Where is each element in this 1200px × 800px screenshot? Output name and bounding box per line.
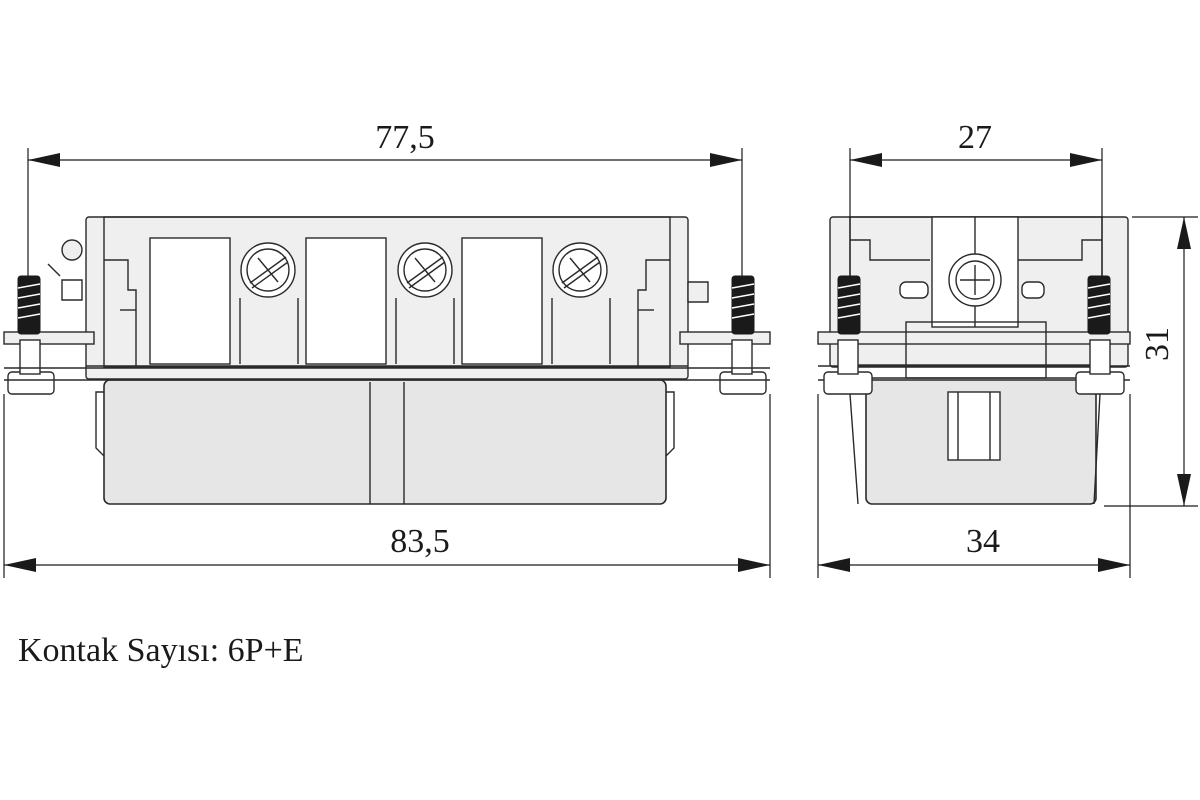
contact-chamber <box>461 237 543 365</box>
fixing-screw-left-icon <box>3 239 95 395</box>
front-view <box>3 216 771 505</box>
side-view <box>817 216 1131 505</box>
fixing-screw-right-icon <box>679 275 771 395</box>
dimension-side-height: 31 <box>1104 216 1198 507</box>
fixing-screw-left-icon <box>823 275 873 505</box>
dim-front-top-label: 77,5 <box>375 119 435 156</box>
dimension-side-bottom: 34 <box>817 394 1131 578</box>
dimension-front-bottom: 83,5 <box>3 394 771 578</box>
dim-side-top-label: 27 <box>958 119 992 156</box>
contact-chamber <box>149 237 231 365</box>
dimension-front-top: 77,5 <box>27 119 743 280</box>
dimension-side-top: 27 <box>849 119 1103 280</box>
contact-count-caption: Kontak Sayısı: 6P+E <box>18 632 304 669</box>
earth-screw-icon <box>948 253 1002 307</box>
dim-front-bottom-label: 83,5 <box>390 523 450 560</box>
front-lower-housing <box>103 379 667 505</box>
contact-chamber <box>305 237 387 365</box>
dim-side-height-label: 31 <box>1139 327 1176 361</box>
terminal-screw-icon <box>240 242 296 298</box>
terminal-screw-icon <box>552 242 608 298</box>
terminal-screw-icon <box>397 242 453 298</box>
fixing-screw-right-icon <box>1075 275 1125 505</box>
dim-side-bottom-label: 34 <box>966 523 1000 560</box>
